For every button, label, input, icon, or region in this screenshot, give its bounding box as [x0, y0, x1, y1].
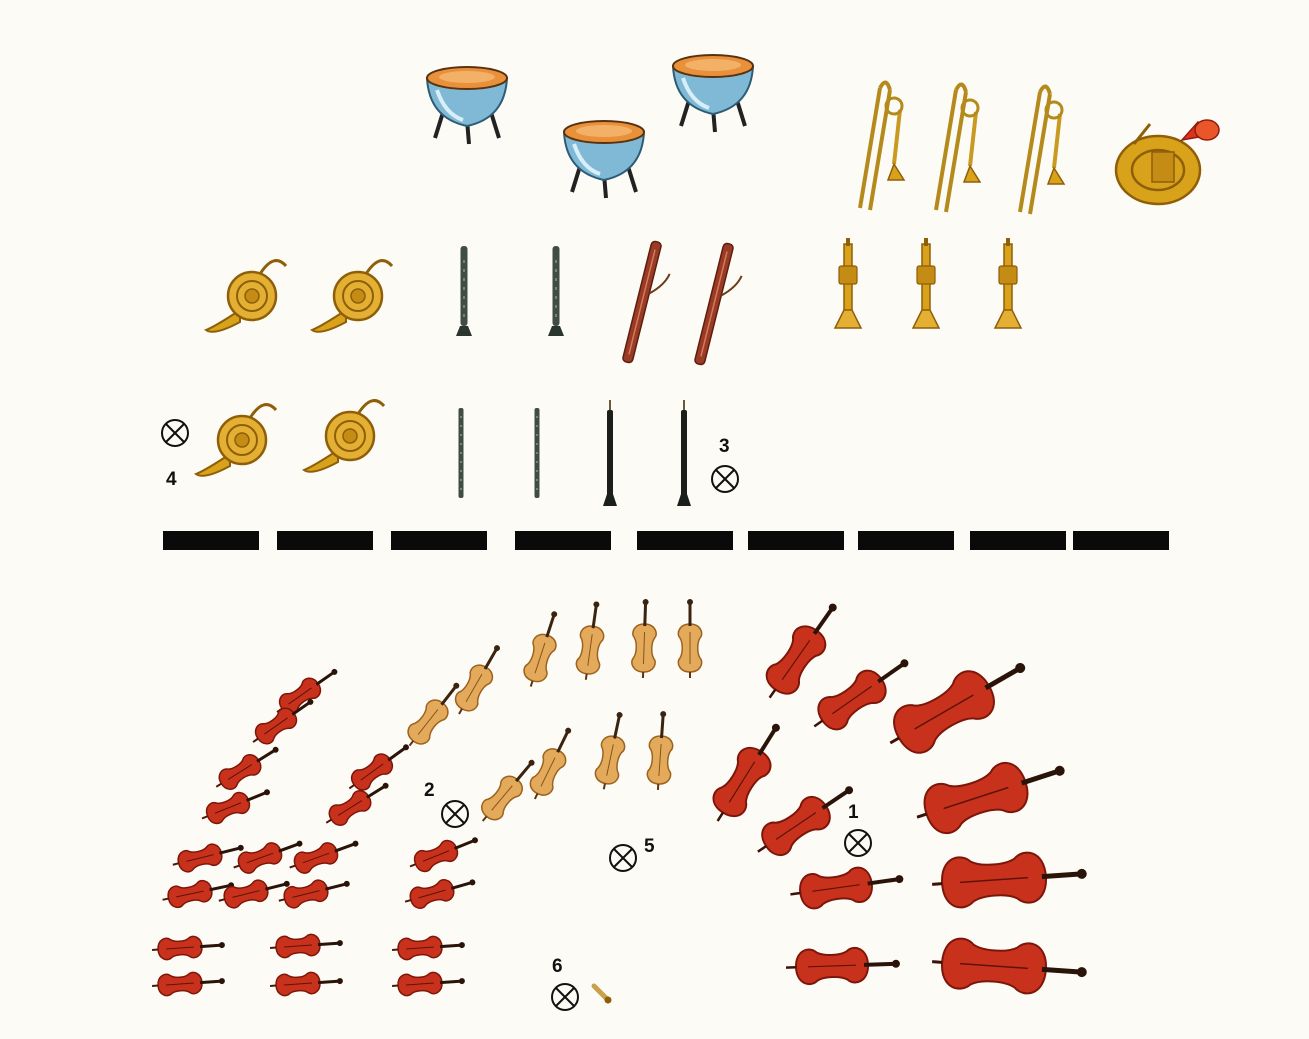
flute-icon — [459, 408, 464, 498]
first-violin-section — [216, 829, 481, 996]
violin-icon — [406, 829, 482, 876]
baton-icon — [594, 986, 612, 1004]
trumpet-icon — [913, 238, 939, 328]
viola-icon — [574, 600, 608, 681]
oboe-icon — [603, 400, 617, 506]
trumpet-icon — [995, 238, 1021, 328]
violin-icon — [211, 739, 284, 796]
position-marker-3: 3 — [712, 436, 738, 492]
oboe-icon — [677, 400, 691, 506]
position-label: 5 — [644, 836, 655, 857]
position-label: 6 — [552, 956, 563, 977]
position-marker-1: 1 — [845, 802, 871, 856]
double-bass-icon — [930, 937, 1088, 998]
divider-bar — [1073, 531, 1169, 550]
clarinet-section — [456, 246, 564, 336]
bassoon-icon — [622, 241, 676, 367]
divider-bar — [163, 531, 259, 550]
oboe-section — [603, 400, 691, 506]
divider-bar — [637, 531, 733, 550]
divider-bar — [748, 531, 844, 550]
double-bass-icon — [930, 849, 1088, 910]
violin-icon — [402, 871, 478, 912]
violin-icon — [230, 833, 306, 878]
marker-symbol-icon — [442, 801, 468, 827]
cello-icon — [703, 715, 793, 830]
trumpet-section — [835, 238, 1021, 328]
position-label: 4 — [166, 469, 177, 490]
viola-icon — [520, 608, 567, 690]
cello-section — [703, 594, 918, 984]
viola-icon — [592, 710, 631, 792]
position-label: 2 — [424, 780, 435, 801]
divider-bar — [391, 531, 487, 550]
viola-icon — [678, 599, 701, 678]
position-label: 1 — [848, 802, 859, 823]
bassoon-icon — [694, 243, 748, 369]
position-marker-2: 2 — [424, 780, 468, 827]
french-horn-icon — [196, 405, 276, 476]
french-horn-icon — [206, 261, 286, 332]
violin-icon — [151, 934, 225, 960]
marker-symbol-icon — [552, 984, 578, 1010]
timpani-icon — [564, 121, 644, 198]
violin-icon — [286, 833, 362, 878]
clarinet-icon — [456, 246, 472, 336]
trumpet-icon — [835, 238, 861, 328]
divider-bar — [858, 531, 954, 550]
cello-icon — [788, 861, 906, 911]
cello-icon — [748, 774, 862, 866]
flute-icon — [535, 408, 540, 498]
violin-icon — [151, 970, 225, 996]
french-horn-icon — [304, 401, 384, 472]
position-marker-6: 6 — [552, 956, 578, 1010]
viola-icon — [646, 710, 675, 790]
cello-icon — [755, 594, 849, 707]
divider-bar — [515, 531, 611, 550]
violin-icon — [170, 837, 246, 875]
trombone-icon — [936, 84, 980, 212]
marker-symbol-icon — [845, 830, 871, 856]
position-marker-5: 5 — [610, 836, 655, 871]
marker-symbol-icon — [712, 466, 738, 492]
divider-bar — [970, 531, 1066, 550]
violin-icon — [198, 781, 274, 828]
violin-icon — [276, 873, 352, 911]
violin-icon — [343, 737, 415, 797]
viola-icon — [449, 640, 509, 720]
violin-icon — [269, 970, 343, 996]
flute-section — [459, 408, 540, 498]
timpani-icon — [673, 55, 753, 132]
trombone-section — [860, 82, 1064, 214]
marker-symbol-icon — [610, 845, 636, 871]
position-marker-4: 4 — [162, 420, 188, 490]
cello-icon — [785, 946, 900, 985]
viola-icon — [631, 599, 657, 679]
position-label: 3 — [719, 436, 730, 457]
double-bass-section — [878, 644, 1089, 998]
viola-section — [400, 599, 701, 829]
divider-bar — [277, 531, 373, 550]
trombone-icon — [860, 82, 904, 210]
violin-icon — [391, 970, 465, 996]
viola-icon — [474, 753, 543, 829]
timpani-section — [427, 55, 753, 198]
violin-icon — [269, 932, 343, 958]
violin-icon — [391, 934, 465, 960]
french-horn-icon — [312, 261, 392, 332]
marker-symbol-icon — [162, 420, 188, 446]
viola-icon — [400, 676, 467, 753]
horn-section — [196, 261, 392, 476]
violin-icon — [216, 873, 292, 911]
bassoon-section — [622, 241, 748, 369]
trombone-icon — [1020, 86, 1064, 214]
tuba-icon — [1116, 120, 1219, 204]
double-bass-icon — [909, 745, 1072, 841]
clarinet-icon — [548, 246, 564, 336]
timpani-icon — [427, 67, 507, 144]
stage-divider — [163, 531, 1169, 550]
